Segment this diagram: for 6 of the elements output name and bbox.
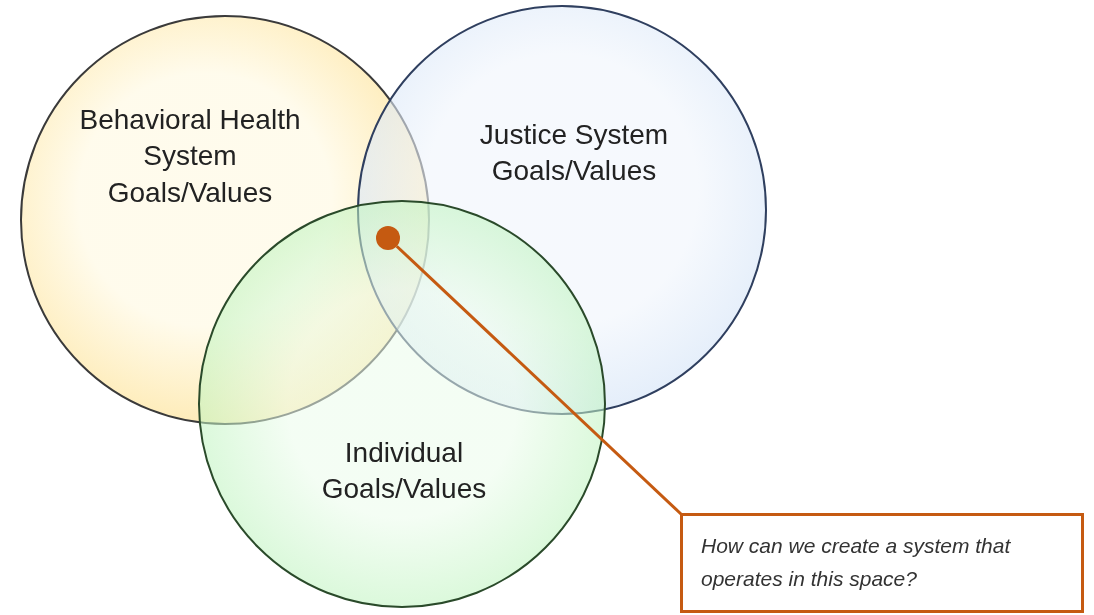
- callout-box: [680, 513, 1084, 613]
- callout-question: How can we create a system that operates in this space?: [701, 533, 1012, 592]
- circle-label: Justice System Goals/Values: [478, 118, 670, 189]
- circle-label: Behavioral Health System Goals/Values: [78, 103, 302, 210]
- leader-line: [395, 245, 683, 516]
- circle-label: Individual Goals/Values: [320, 436, 488, 507]
